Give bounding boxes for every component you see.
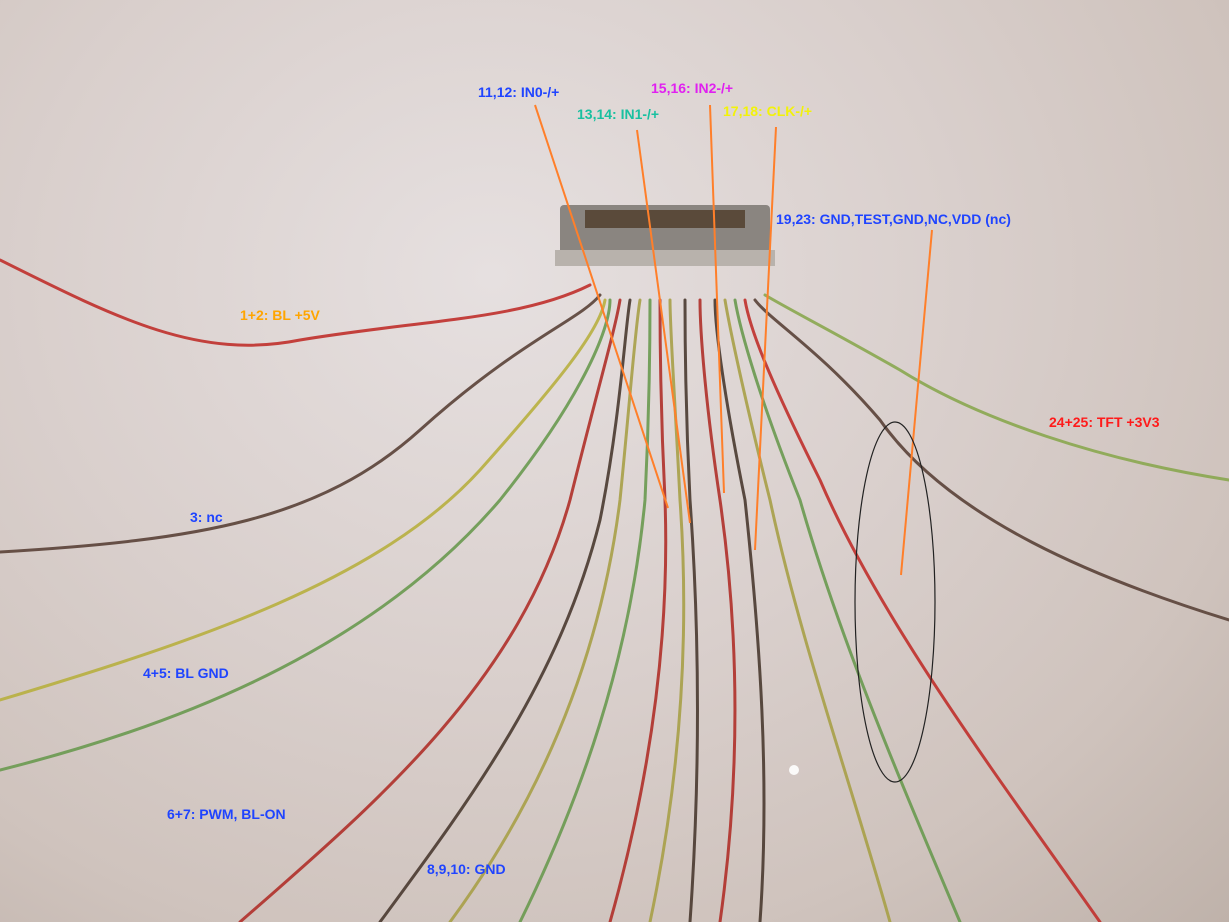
label-blgnd: 4+5: BL GND [143, 665, 229, 681]
label-nc3: 3: nc [190, 509, 223, 525]
label-pwm: 6+7: PWM, BL-ON [167, 806, 286, 822]
label-tft: 24+25: TFT +3V3 [1049, 414, 1160, 430]
wire-red-pwm [238, 298, 622, 922]
pointer-lines [534, 104, 933, 576]
label-in1: 13,14: IN1-/+ [577, 106, 660, 122]
ffc-connector [555, 205, 775, 266]
label-gnd: 8,9,10: GND [427, 861, 506, 877]
label-clk: 17,18: CLK-/+ [723, 103, 813, 119]
label-bl5v: 1+2: BL +5V [240, 307, 320, 323]
label-misc: 19,23: GND,TEST,GND,NC,VDD (nc) [776, 211, 1011, 227]
wire-red-bl5v [0, 258, 592, 347]
wire-yellow-blgnd [0, 298, 607, 702]
label-in2: 15,16: IN2-/+ [651, 80, 734, 96]
highlight-ellipse [854, 421, 936, 783]
wire-brown-nc [0, 293, 602, 554]
wire-green-blgnd [0, 298, 612, 772]
label-in0: 11,12: IN0-/+ [478, 84, 560, 100]
wire-green-tft [763, 293, 1229, 482]
